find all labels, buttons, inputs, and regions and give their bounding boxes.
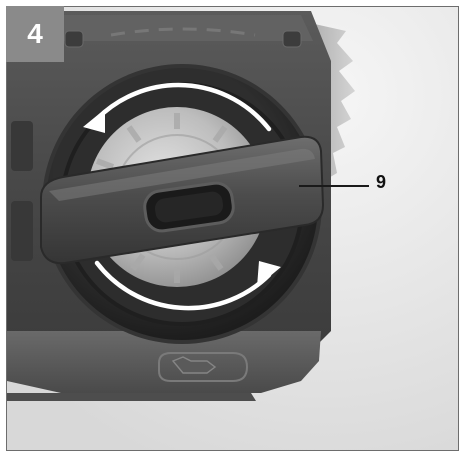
product-photo (6, 6, 459, 451)
callout-label-9: 9 (376, 172, 387, 192)
oil-symbol-emboss (158, 352, 249, 382)
curved-rotation-arrows-icon (94, 82, 272, 311)
cap-handle (40, 135, 325, 265)
figure-number-badge: 4 (6, 6, 64, 62)
